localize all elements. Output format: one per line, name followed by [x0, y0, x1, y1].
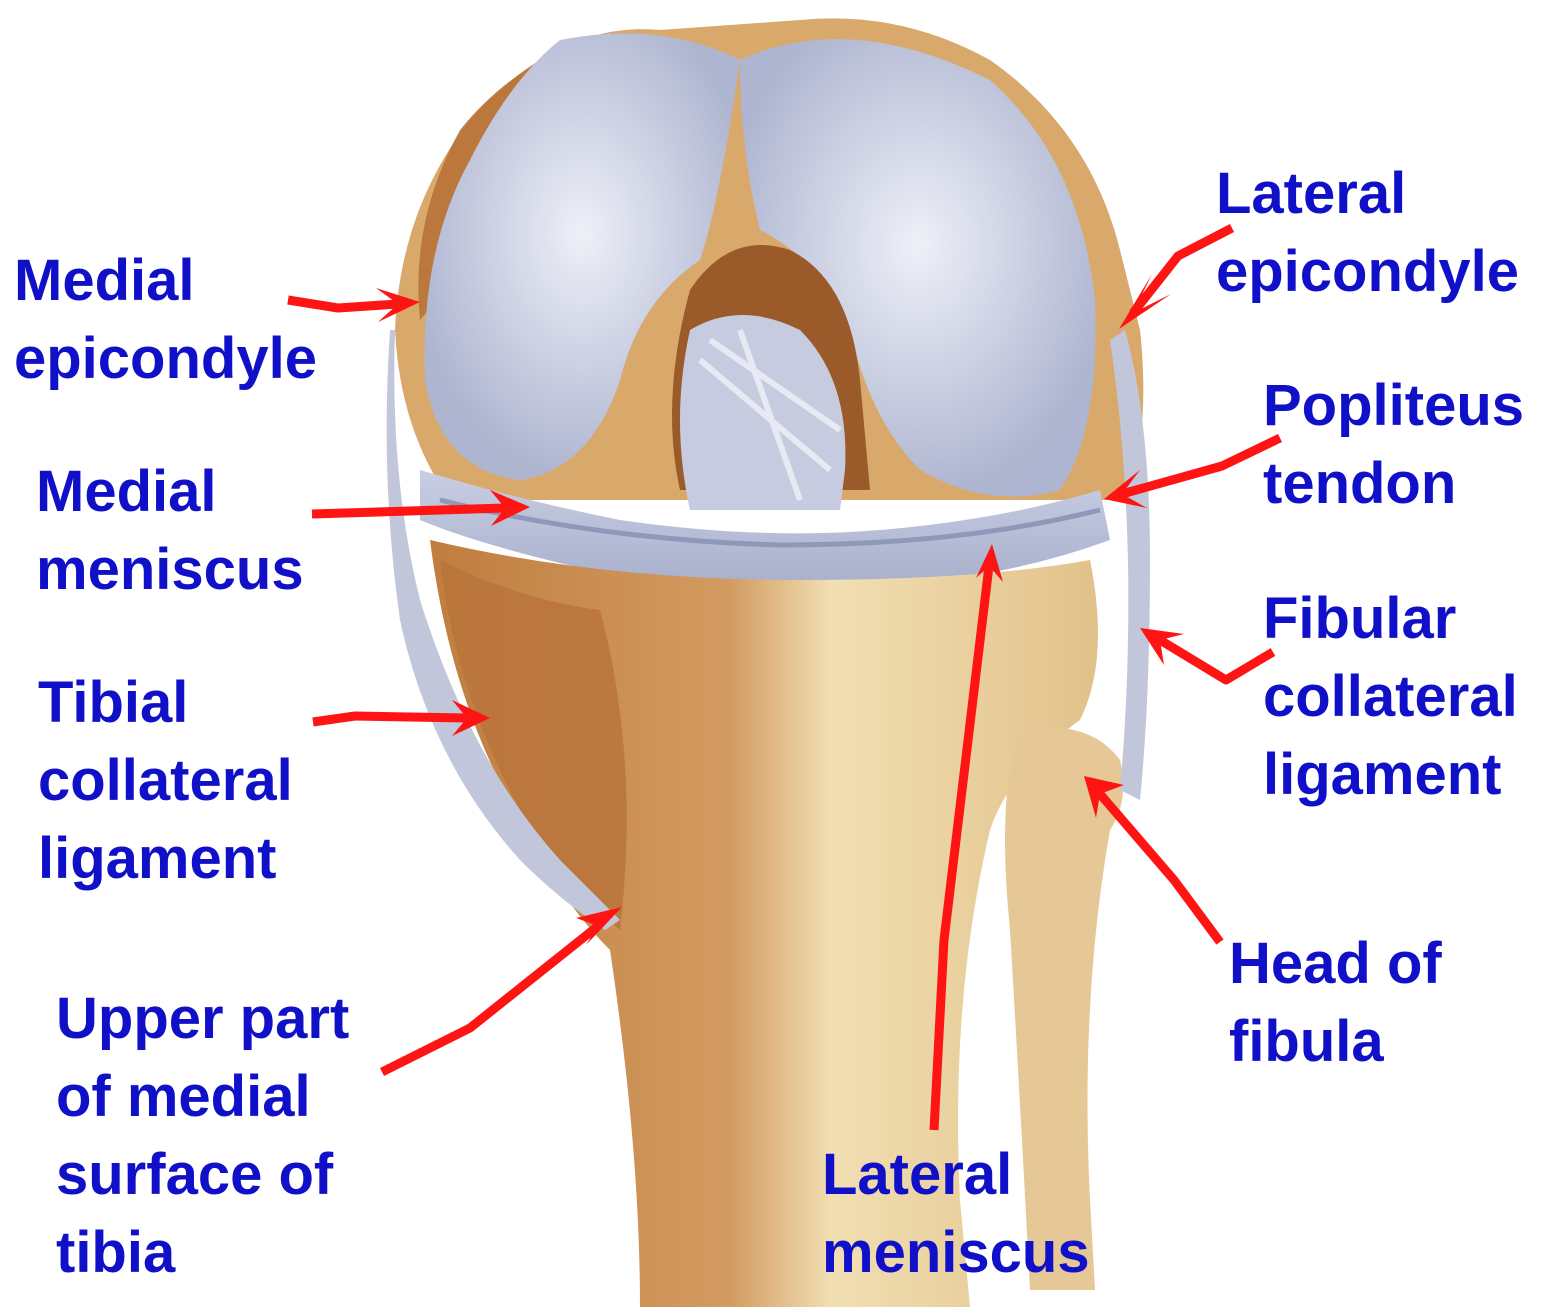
arrow-medial-meniscus [312, 508, 505, 514]
arrow-upper-tibia [382, 926, 598, 1072]
label-line: meniscus [822, 1214, 1090, 1292]
label-lateral-epicondyle: Lateral epicondyle [1216, 155, 1519, 311]
label-line: Upper part [56, 980, 349, 1058]
label-fibular-collateral-ligament: Fibular collateral ligament [1263, 580, 1518, 814]
label-upper-part-medial-surface-tibia: Upper part of medial surface of tibia [56, 980, 349, 1292]
label-line: ligament [38, 820, 293, 898]
label-line: tendon [1263, 445, 1524, 523]
label-line: Tibial [38, 664, 293, 742]
label-line: epicondyle [1216, 233, 1519, 311]
label-line: Fibular [1263, 580, 1518, 658]
label-line: Medial [14, 242, 317, 320]
label-line: ligament [1263, 736, 1518, 814]
label-line: fibula [1229, 1003, 1442, 1081]
label-line: epicondyle [14, 320, 317, 398]
label-line: of medial [56, 1058, 349, 1136]
arrow-tibial-collateral [313, 716, 467, 722]
label-line: meniscus [36, 531, 304, 609]
label-line: Popliteus [1263, 367, 1524, 445]
label-line: surface of [56, 1136, 349, 1214]
label-line: Medial [36, 453, 304, 531]
label-line: Lateral [822, 1136, 1090, 1214]
label-line: collateral [38, 742, 293, 820]
label-line: collateral [1263, 658, 1518, 736]
arrow-head-of-fibula [1100, 794, 1220, 942]
label-line: Lateral [1216, 155, 1519, 233]
label-medial-epicondyle: Medial epicondyle [14, 242, 317, 398]
label-line: Head of [1229, 925, 1442, 1003]
label-popliteus-tendon: Popliteus tendon [1263, 367, 1524, 523]
label-line: tibia [56, 1214, 349, 1292]
label-lateral-meniscus: Lateral meniscus [822, 1136, 1090, 1292]
label-medial-meniscus: Medial meniscus [36, 453, 304, 609]
arrow-fibular-collateral [1160, 640, 1273, 680]
label-tibial-collateral-ligament: Tibial collateral ligament [38, 664, 293, 898]
label-head-of-fibula: Head of fibula [1229, 925, 1442, 1081]
